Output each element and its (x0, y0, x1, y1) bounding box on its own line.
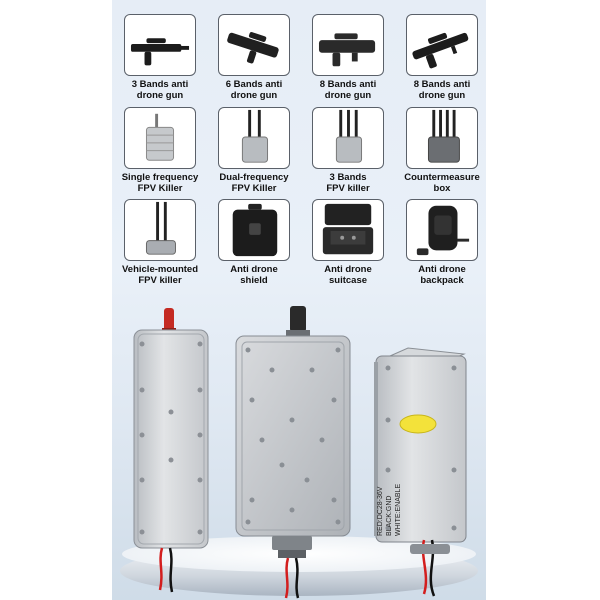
anti-drone-gun-icon (124, 14, 196, 76)
rf-module-middle (235, 306, 351, 599)
anti-drone-gun-icon (406, 14, 478, 76)
fpv-killer-icon (218, 107, 290, 169)
vehicle-jammer-icon (124, 199, 196, 261)
module-product-photo: RED:DC28-36V BLACK:GND WHITE:ENABLE (112, 300, 486, 600)
rf-modules-illustration (133, 306, 467, 599)
module-label-sticker: RED:DC28-36V BLACK:GND WHITE:ENABLE (376, 440, 416, 540)
module-label-line: RED:DC28-36V (377, 486, 384, 536)
anti-drone-gun-icon (218, 14, 290, 76)
rf-module-right (374, 347, 467, 597)
fpv-killer-icon (124, 107, 196, 169)
rf-module-left (133, 308, 209, 593)
shield-icon (218, 199, 290, 261)
countermeasure-box-icon (406, 107, 478, 169)
module-label-line: WHITE:ENABLE (395, 483, 402, 536)
suitcase-icon (312, 199, 384, 261)
module-label-line: BLACK:GND (386, 495, 393, 536)
fpv-killer-icon (312, 107, 384, 169)
backpack-icon (406, 199, 478, 261)
anti-drone-gun-icon (312, 14, 384, 76)
